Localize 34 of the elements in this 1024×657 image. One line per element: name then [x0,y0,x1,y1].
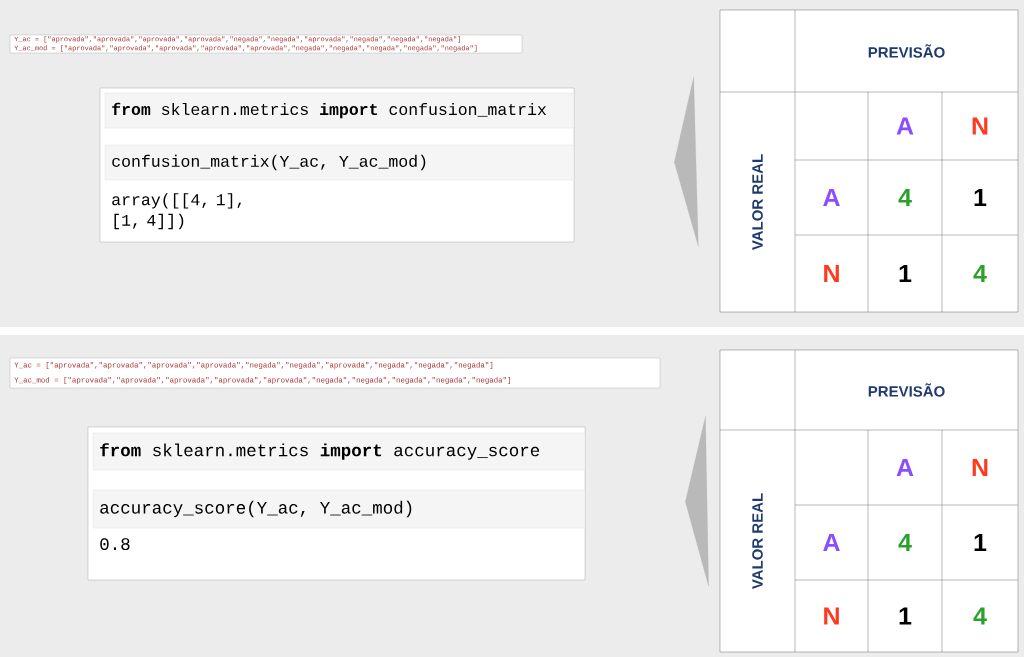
matrix-cell: A [823,533,840,552]
matrix-cell: 4 [973,607,987,625]
notebook-box [87,426,586,581]
code-box [9,34,523,54]
code-cell: accuracy_score(Y_ac, Y_ac_mod) [92,489,586,529]
confusion-matrix-table [719,9,1019,313]
header-cell: VALOR REAL [752,493,763,590]
code-cell: from sklearn.metrics import confusion_matrix [104,92,575,129]
matrix-cell: 4 [898,188,912,207]
pointer-arrow [674,76,699,247]
code-cell: confusion_matrix(Y_ac, Y_ac_mod) [104,144,575,181]
matrix-cell: 4 [973,264,987,283]
matrix-cell: 1 [974,188,987,207]
matrix-cell: A [896,117,914,135]
matrix-cell: 1 [899,264,912,283]
header-cell: PREVISÃO [868,44,945,58]
code-output: array([[4, 1], [1, 4]]) [112,193,242,230]
matrix-cell: N [824,607,839,625]
matrix-cell: 4 [898,533,912,552]
matrix-cell: 1 [899,607,912,625]
matrix-cell: 1 [974,533,987,552]
code-box [9,357,661,389]
header-cell: VALOR REAL [752,154,763,251]
code-cell: from sklearn.metrics import accuracy_score [92,432,586,471]
matrix-cell: N [972,117,988,135]
code-output: 0.8 [100,538,130,551]
confusion-matrix-table [719,349,1019,653]
pointer-arrow [685,415,709,587]
notebook-box [99,87,575,243]
matrix-cell: N [972,458,988,477]
matrix-cell: A [823,188,840,207]
matrix-cell: A [896,458,914,477]
matrix-cell: N [824,264,839,283]
header-cell: PREVISÃO [868,383,945,397]
